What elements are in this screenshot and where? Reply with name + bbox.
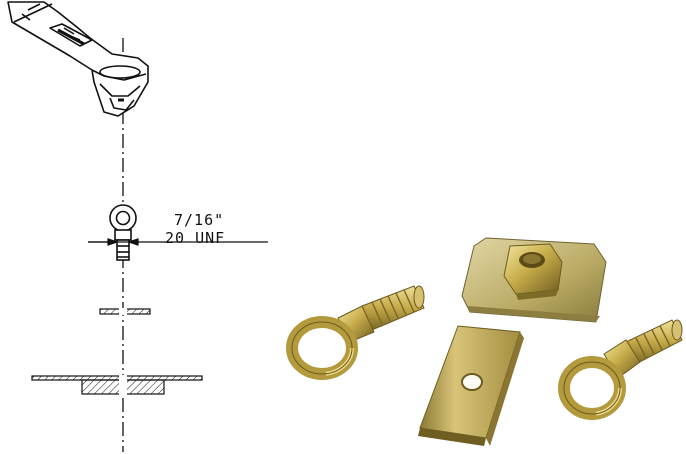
- thread-dimension: [88, 238, 268, 246]
- eye-bolt-right: [558, 319, 683, 420]
- eye-bolt-left: [286, 285, 425, 380]
- thread-type-label: 20 UNF: [165, 229, 225, 247]
- technical-drawing: 7/16" 20 UNF: [7, 1, 268, 452]
- thread-size-label: 7/16": [174, 211, 224, 229]
- eye-bolt-drawing: [109, 204, 137, 261]
- hardware-photo: [286, 237, 683, 446]
- square-nut-plate: [461, 237, 607, 323]
- belt-latch-drawing: [7, 1, 149, 117]
- flat-plate: [418, 325, 524, 446]
- panel-and-backing-plate-drawing: [31, 375, 203, 395]
- washer-drawing: [99, 308, 151, 315]
